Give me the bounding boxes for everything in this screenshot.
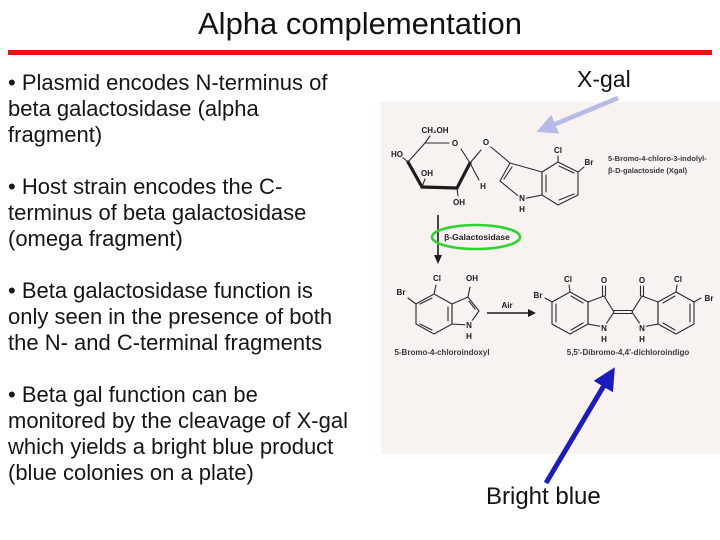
chemistry-figure-background (381, 102, 720, 454)
enzyme-label: β-Galactosidase (444, 232, 510, 242)
substrate-name-line2: β-D-galactoside (Xgal) (608, 166, 688, 175)
bright-blue-annotation-label: Bright blue (486, 483, 601, 510)
indolyl-ring: Cl Br N H (499, 145, 595, 216)
indoxyl-structure: Cl OH Br N H (395, 273, 480, 343)
slide-title: Alpha complementation (198, 6, 522, 41)
atom-cl-right: Cl (674, 275, 682, 284)
atom-ch2oh: CH₂OH (421, 126, 448, 135)
down-arrowhead-icon (434, 255, 442, 264)
atom-nh-left: H (601, 335, 607, 344)
bullet-plasmid: • Plasmid encodes N-terminus of beta gal… (8, 70, 328, 147)
chemistry-figure: CH₂OH HO OH OH O O H Cl Br N H 5-Bromo-4… (390, 125, 715, 358)
bullet-monitoring: • Beta gal function can be monitored by … (8, 382, 348, 485)
atom-cl-left: Cl (564, 275, 572, 284)
atom-nh-right: H (639, 335, 645, 344)
atom-n: N (466, 321, 472, 330)
atom-n-left: N (601, 324, 607, 333)
bullet-host-strain: • Host strain encodes the C- terminus of… (8, 174, 307, 251)
xgal-annotation-label: X-gal (577, 66, 631, 92)
lavender-arrow-icon (536, 95, 619, 134)
atom-cl: Cl (433, 274, 441, 283)
atom-n-right: N (639, 324, 645, 333)
indigo-structure: Cl O O Cl Br Br N H N H (532, 274, 715, 346)
atom-o-right: O (639, 276, 645, 285)
atom-nh: H (519, 205, 525, 214)
atom-ring-oxygen: O (452, 139, 458, 148)
atom-br: Br (397, 288, 406, 297)
air-reaction-arrow: Air (487, 300, 536, 317)
blue-arrow-icon (543, 367, 615, 485)
atom-anomeric-h: H (480, 182, 486, 191)
atom-oh-axial: OH (421, 169, 433, 178)
atom-br-right: Br (705, 294, 714, 303)
atom-br: Br (585, 158, 594, 167)
galactose-ring: CH₂OH HO OH OH O O H (390, 125, 511, 209)
atom-n: N (519, 194, 525, 203)
atom-cl: Cl (554, 146, 562, 155)
atom-ho: HO (391, 150, 403, 159)
atom-nh: H (466, 332, 472, 341)
xgal-pointer-arrow (536, 95, 619, 134)
enzyme-reaction-arrow (434, 215, 442, 264)
title-divider (8, 50, 712, 55)
intermediate-name: 5-Bromo-4-chloroindoxyl (394, 348, 489, 357)
atom-oh-bottom: OH (453, 198, 465, 207)
atom-o-left: O (601, 276, 607, 285)
bullet-list: • Plasmid encodes N-terminus of beta gal… (8, 70, 400, 512)
bright-blue-pointer-arrow (543, 367, 615, 485)
atom-br-left: Br (534, 291, 543, 300)
right-arrowhead-icon (528, 309, 536, 317)
enzyme-highlight-ellipse (430, 223, 522, 251)
air-label: Air (501, 301, 512, 310)
atom-oh: OH (466, 274, 478, 283)
product-name: 5,5'-Dibromo-4,4'-dichloroindigo (567, 348, 690, 357)
substrate-name-line1: 5-Bromo-4-chloro-3-indolyl- (608, 154, 707, 163)
bullet-function: • Beta galactosidase function is only se… (8, 278, 333, 355)
atom-glycosidic-oxygen: O (483, 138, 489, 147)
